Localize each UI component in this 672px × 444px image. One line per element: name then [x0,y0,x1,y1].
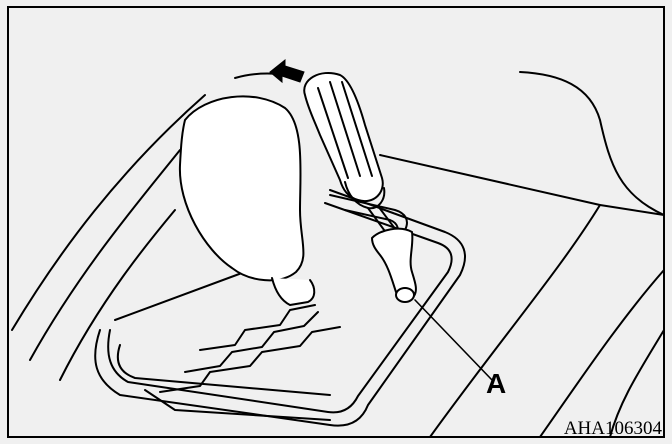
callout-label-a: A [486,370,506,398]
release-hole [396,288,414,302]
figure-border [8,7,664,437]
figure-code: AHA106304 [564,419,662,438]
